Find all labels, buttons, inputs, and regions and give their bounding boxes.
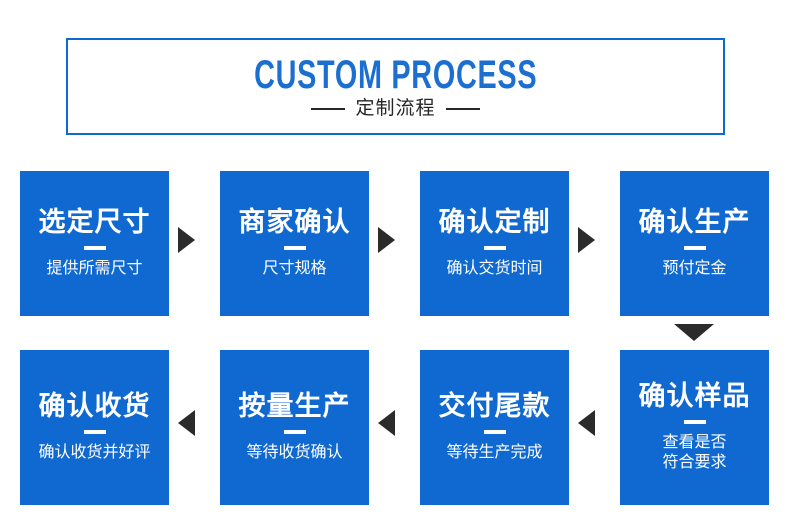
step-2-title: 商家确认: [238, 206, 351, 237]
process-step-3[interactable]: 确认定制 确认交货时间: [420, 171, 569, 316]
arrow-left-icon-2: [378, 410, 395, 436]
subtitle-rule-left: [311, 107, 346, 110]
arrow-left-icon-1: [178, 410, 195, 436]
process-step-2[interactable]: 商家确认 尺寸规格: [220, 171, 369, 316]
subtitle-rule-right: [445, 107, 480, 110]
step-6-subtitle: 等待生产完成: [446, 444, 543, 462]
process-step-7[interactable]: 按量生产 等待收货确认: [220, 350, 369, 505]
step-1-title: 选定尺寸: [38, 206, 151, 237]
process-step-6[interactable]: 交付尾款 等待生产完成: [420, 350, 569, 505]
step-7-title: 按量生产: [238, 390, 351, 421]
page-title-cn: 定制流程: [355, 98, 436, 119]
process-step-4[interactable]: 确认生产 预付定金: [620, 171, 769, 316]
page-subtitle-cn-group: 定制流程: [311, 98, 480, 119]
process-step-8[interactable]: 确认收货 确认收货并好评: [20, 350, 169, 505]
process-step-1[interactable]: 选定尺寸 提供所需尺寸: [20, 171, 169, 316]
arrow-right-icon-1: [178, 227, 195, 253]
page-title-en: CUSTOM PROCESS: [253, 53, 538, 97]
step-1-divider: [83, 246, 106, 251]
arrow-down-icon: [674, 324, 714, 341]
step-7-subtitle: 等待收货确认: [246, 444, 343, 462]
step-8-divider: [83, 430, 106, 435]
arrow-right-icon-3: [578, 227, 595, 253]
step-2-subtitle: 尺寸规格: [262, 260, 327, 278]
step-8-subtitle: 确认收货并好评: [38, 444, 151, 462]
step-3-subtitle: 确认交货时间: [446, 260, 543, 278]
arrow-left-icon-3: [578, 410, 595, 436]
step-4-title: 确认生产: [638, 206, 751, 237]
step-6-title: 交付尾款: [438, 390, 551, 421]
step-3-divider: [483, 246, 506, 251]
step-5-title: 确认样品: [638, 380, 751, 411]
step-4-subtitle: 预付定金: [662, 260, 727, 278]
step-4-divider: [683, 246, 706, 251]
step-1-subtitle: 提供所需尺寸: [46, 260, 143, 278]
step-3-title: 确认定制: [438, 206, 551, 237]
process-step-5[interactable]: 确认样品 查看是否 符合要求: [620, 350, 769, 505]
step-7-divider: [283, 430, 306, 435]
step-5-subtitle: 查看是否 符合要求: [662, 434, 727, 472]
arrow-right-icon-2: [378, 227, 395, 253]
step-5-divider: [683, 420, 706, 425]
step-6-divider: [483, 430, 506, 435]
header-frame: CUSTOM PROCESS 定制流程: [66, 38, 725, 135]
step-2-divider: [283, 246, 306, 251]
step-8-title: 确认收货: [38, 390, 151, 421]
